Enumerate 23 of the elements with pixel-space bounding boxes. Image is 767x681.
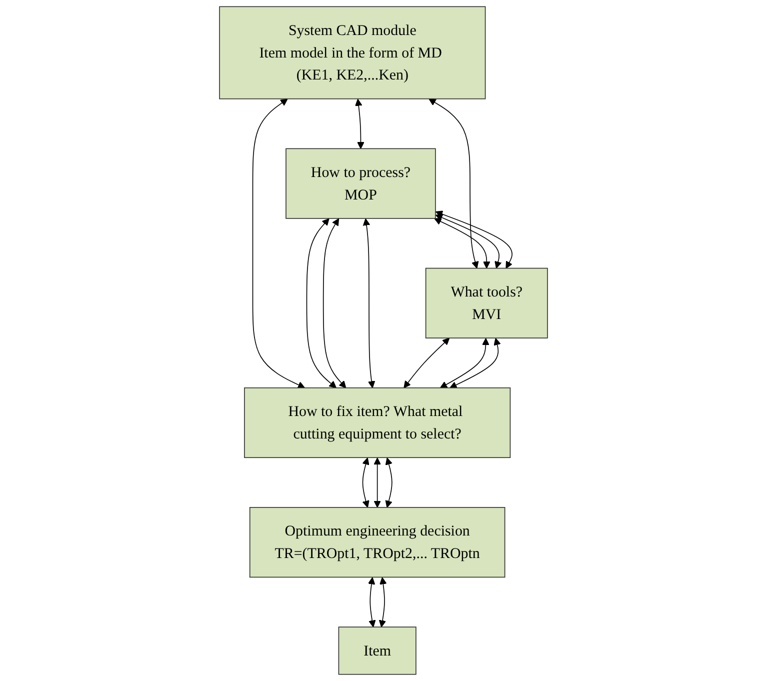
node-box: How to process? MOP xyxy=(286,148,436,219)
arrow xyxy=(435,214,502,269)
arrow xyxy=(374,458,381,508)
arrow xyxy=(362,458,370,508)
arrow xyxy=(434,218,490,269)
node-box: Item xyxy=(338,626,416,675)
arrow xyxy=(378,577,387,628)
arrow xyxy=(368,577,376,628)
arrow xyxy=(306,218,336,388)
arrow xyxy=(440,338,490,388)
node-box: What tools? MVI xyxy=(425,268,548,338)
arrow xyxy=(385,458,392,508)
node-box: How to fix item? What metal cutting equipment to select? xyxy=(244,387,511,458)
arrow xyxy=(362,218,376,388)
node-box: Optimum engineering decision TR=(TROpt1, TROpt2,... TROptn xyxy=(249,507,506,578)
arrow xyxy=(252,98,305,388)
arrow xyxy=(428,98,479,269)
arrow xyxy=(322,218,346,388)
arrow xyxy=(404,338,450,388)
node-box: System CAD module Item model in the form of MD (KE1, KE2,...Ken) xyxy=(219,6,486,100)
arrow xyxy=(450,338,501,388)
arrow xyxy=(354,98,364,149)
arrow xyxy=(435,210,512,269)
